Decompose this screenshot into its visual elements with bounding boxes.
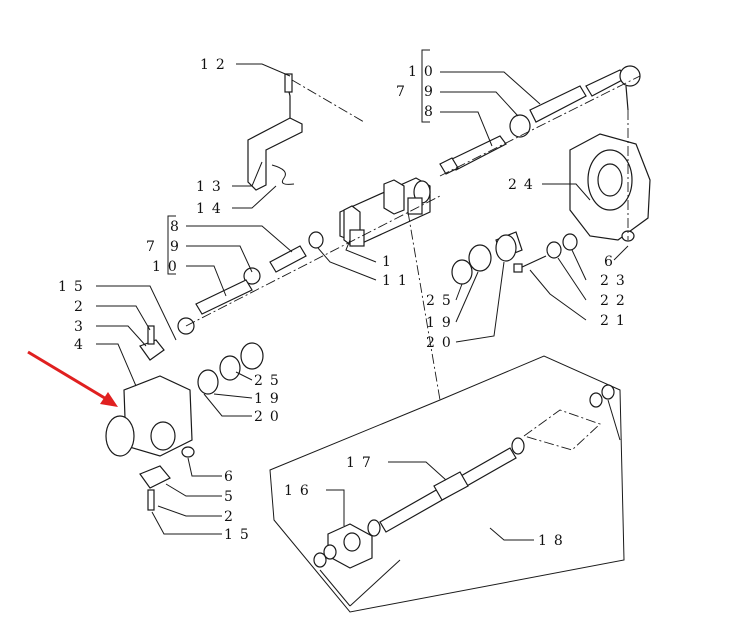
label-7-mid: 7: [146, 239, 162, 255]
leader-lines: [96, 63, 629, 607]
label-6-left: 6: [224, 469, 240, 485]
label-19-right: 19: [426, 315, 458, 331]
bracket-part-13: [247, 73, 303, 191]
label-23: 23: [600, 273, 632, 289]
middle-tie-rod: [177, 245, 307, 335]
axis-lines: [185, 75, 641, 401]
part-labels: 12 10 7 9 8 13 14 24 8 7 9 10 1 11 6 23 …: [58, 57, 632, 549]
right-small-parts: [308, 231, 578, 285]
label-4: 4: [74, 337, 90, 353]
label-24: 24: [508, 177, 540, 193]
label-11: 11: [382, 273, 414, 289]
label-12: 12: [200, 57, 232, 73]
label-18: 18: [538, 533, 570, 549]
label-1: 1: [382, 254, 398, 270]
label-9-mid: 9: [170, 239, 186, 255]
label-14: 14: [196, 201, 228, 217]
label-13: 13: [196, 179, 228, 195]
housing-part-1: [339, 177, 431, 247]
label-10-top: 10: [408, 64, 440, 80]
group-brackets: [167, 49, 430, 275]
label-8-top: 8: [424, 104, 440, 120]
upper-tie-rod: [439, 65, 641, 175]
knuckle-part-4: [105, 325, 195, 511]
label-9-top: 9: [424, 84, 440, 100]
label-15-top: 15: [58, 279, 90, 295]
label-8-mid: 8: [170, 219, 186, 235]
label-2-bottom: 2: [224, 509, 240, 525]
inset-parts: [313, 384, 615, 569]
label-16: 16: [284, 483, 316, 499]
knuckle-part-24: [569, 133, 651, 242]
left-bushings: [197, 342, 264, 395]
label-10-mid: 10: [152, 259, 184, 275]
label-7-top: 7: [396, 84, 412, 100]
label-19-left: 19: [254, 391, 286, 407]
inset-frame: [269, 355, 625, 613]
label-15-bottom: 15: [224, 527, 256, 543]
label-2-top: 2: [74, 299, 90, 315]
label-25-left: 25: [254, 373, 286, 389]
pointer-arrow: [27, 350, 118, 407]
label-17: 17: [346, 455, 378, 471]
label-21: 21: [600, 313, 632, 329]
label-5: 5: [224, 489, 240, 505]
label-3: 3: [74, 319, 90, 335]
label-22: 22: [600, 293, 632, 309]
label-20-right: 20: [426, 335, 458, 351]
label-25-right: 25: [426, 293, 458, 309]
label-20-left: 20: [254, 409, 286, 425]
label-6-right: 6: [604, 254, 620, 270]
